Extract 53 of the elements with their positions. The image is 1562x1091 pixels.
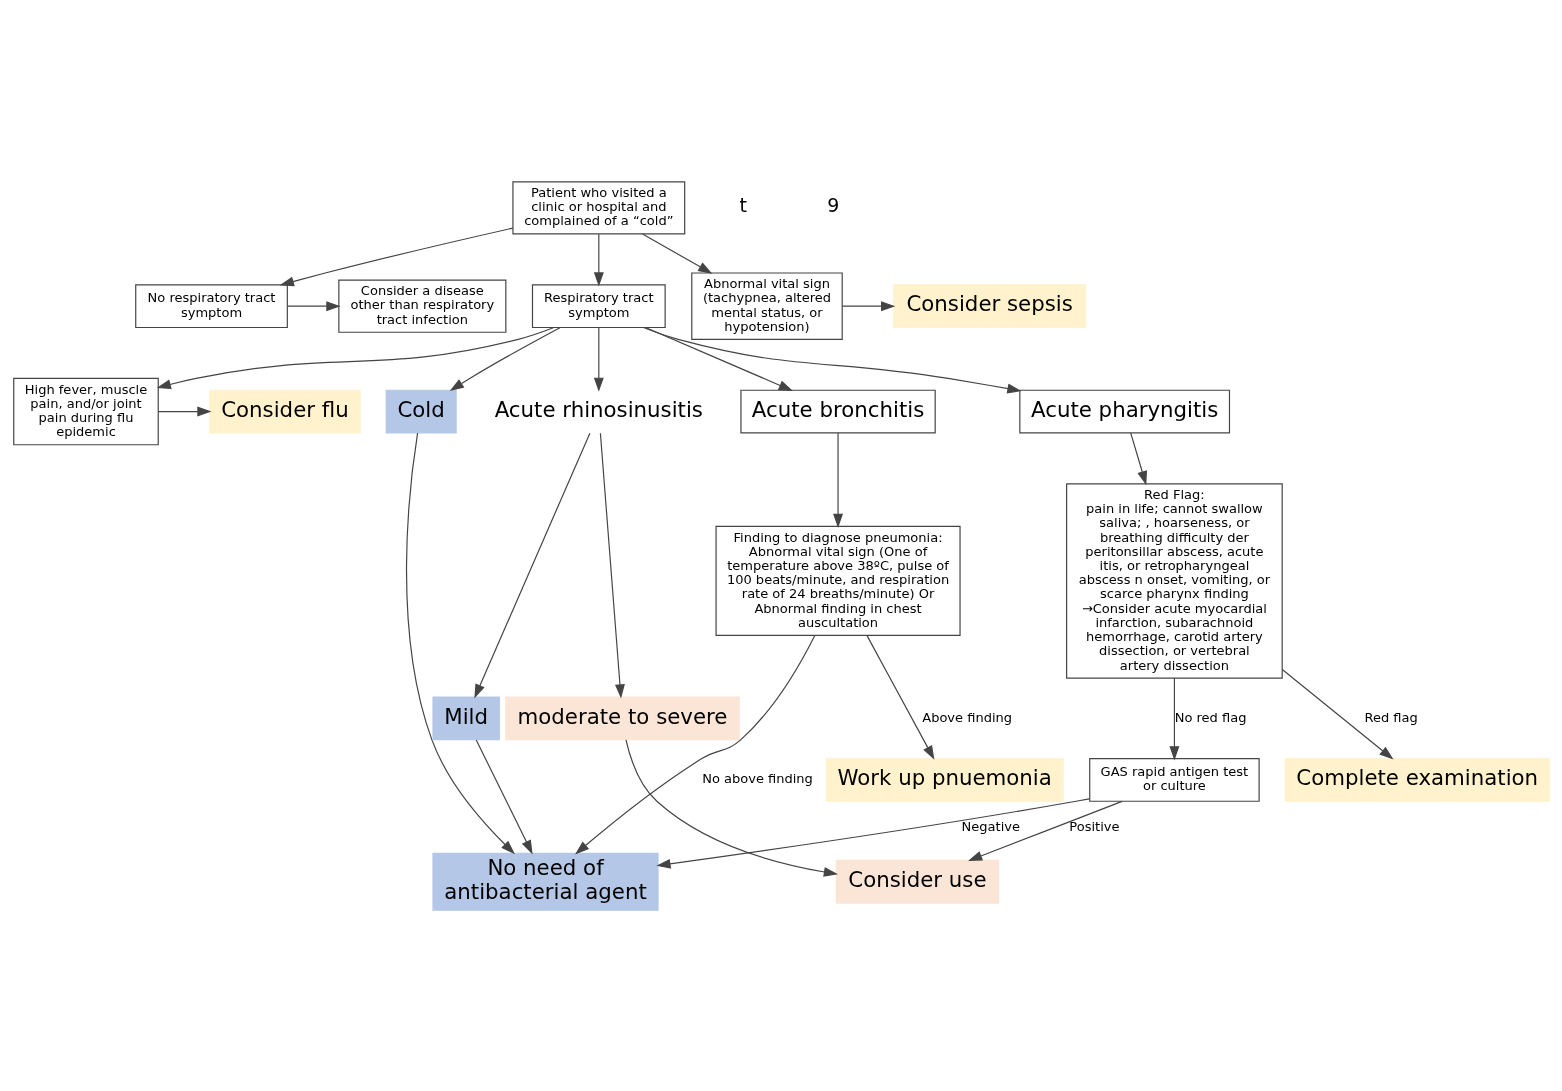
node-box: No need of antibacterial agent: [431, 852, 659, 911]
edge-label: Above finding: [921, 709, 1012, 725]
arrow: [645, 326, 793, 391]
node-box: No respiratory tract symptom: [134, 283, 288, 328]
node-box: Patient who visited a clinic or hospital and complained of a “cold”: [511, 180, 685, 234]
arrow: [641, 232, 712, 274]
node-box: Cold: [385, 389, 457, 433]
edge-label: Red flag: [1363, 709, 1418, 725]
node-box: Mild: [431, 695, 500, 740]
node-box: Complete examination: [1284, 757, 1550, 802]
node-box: Acute pharyngitis: [1018, 389, 1230, 433]
edge-label: Positive: [1068, 818, 1120, 834]
node-box: High fever, muscle pain, and/or joint pain during flu epidemic: [12, 377, 159, 445]
node-box: GAS rapid antigen test or culture: [1088, 757, 1260, 802]
node-box: Consider flu: [208, 389, 361, 433]
arrow: [655, 797, 1090, 869]
node-text: Acute rhinosinusitis: [494, 396, 703, 422]
arrow: [574, 634, 815, 854]
arrow: [279, 227, 513, 286]
node-box: Consider sepsis: [892, 283, 1086, 328]
edge-label: No red flag: [1174, 709, 1246, 725]
node-box: Work up pnuemonia: [825, 757, 1064, 802]
arrow: [475, 738, 533, 854]
node-box: Consider a disease other than respiratory tract infection: [337, 279, 506, 333]
arrow: [624, 738, 838, 877]
arrow: [286, 300, 340, 311]
arrow: [841, 300, 895, 311]
arrow: [405, 432, 515, 854]
arrow: [866, 634, 934, 760]
node-box: Finding to diagnose pneumonia: Abnormal vital sign (One of temperature above 38ºC, pulse of 100 beats/minute, and respiration rate of 24 breaths/minute) Or Abnormal finding in chest auscultation: [714, 525, 961, 636]
arrow: [599, 432, 625, 699]
arrow: [473, 432, 590, 698]
edge-label: No above finding: [701, 770, 813, 786]
arrow: [593, 233, 604, 287]
label: t: [739, 193, 747, 216]
arrow: [832, 431, 843, 528]
node-box: Respiratory tract symptom: [531, 283, 666, 328]
node-box: Abnormal vital sign (tachypnea, altered mental status, or hypotension): [690, 271, 843, 340]
edge-label: Negative: [961, 818, 1020, 834]
node-box: Acute bronchitis: [739, 389, 936, 433]
node-box: Red Flag: pain in life; cannot swallow saliva; , hoarseness, or breathing difficulty der peritonsillar abscess, acute itis, or retropharyngeal abscess n onset, vomiting, or scarce pharynx finding →Consider acute myocardial infarction, subarachnoid hemorrhage, carotid artery dissection, or vertebral artery dissection: [1065, 482, 1283, 679]
node-box: Consider use: [835, 859, 999, 904]
arrow: [157, 406, 212, 417]
arrow: [1168, 677, 1179, 760]
arrow: [1129, 431, 1147, 485]
arrow: [1281, 668, 1393, 760]
arrow: [156, 326, 554, 389]
node-box: moderate to severe: [504, 695, 740, 740]
arrow: [642, 326, 1022, 393]
arrow: [967, 800, 1123, 861]
arrow: [449, 326, 561, 391]
label: 9: [826, 193, 839, 216]
arrow: [593, 326, 604, 392]
